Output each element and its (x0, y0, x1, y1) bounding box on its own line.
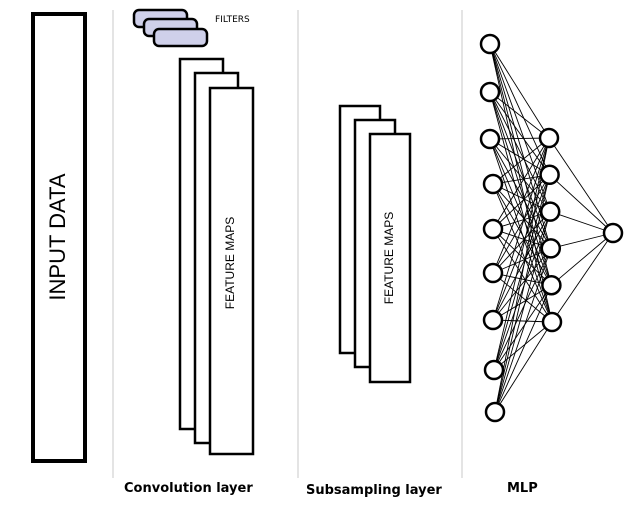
mlp-connection (492, 174, 551, 321)
mlp-input-node (483, 359, 505, 381)
mlp-connection (551, 232, 614, 323)
mlp-hidden-node (541, 311, 563, 333)
subsampling-feature-maps: FEATURE MAPS (338, 104, 412, 384)
mlp-connection (492, 137, 550, 274)
mlp-connection (492, 248, 552, 321)
mlp-connection (494, 137, 550, 413)
mlp-connection (549, 174, 614, 234)
mlp-connection (492, 211, 551, 321)
filter-kernel (152, 27, 209, 48)
mlp-connection (550, 232, 614, 249)
mlp-connection (492, 137, 550, 230)
mlp-input-node (482, 218, 504, 240)
mlp-connection (489, 43, 552, 249)
mlp-hidden-node (540, 238, 562, 259)
subsampling-layer-caption: Subsampling layer (306, 483, 442, 498)
mlp-connection (492, 137, 550, 321)
conv-feature-map (208, 86, 255, 456)
input-data-rect (31, 12, 87, 463)
input-data-block: INPUT DATA (31, 12, 87, 463)
mlp-input-node (479, 81, 501, 103)
mlp-connection (492, 272, 553, 323)
mlp-connection (492, 174, 550, 274)
mlp-hidden-node (539, 164, 560, 186)
mlp-input-node (479, 128, 501, 150)
mlp-connections (489, 43, 614, 413)
mlp-input-node (482, 309, 504, 331)
mlp-connection (489, 91, 552, 286)
mlp-output-node (602, 222, 624, 244)
section-dividers (112, 10, 463, 478)
mlp-input-node (482, 173, 504, 195)
mlp-hidden-node (539, 201, 561, 222)
mlp-connection (492, 211, 551, 274)
mlp-connection (489, 91, 550, 139)
mlp-connection (550, 211, 614, 234)
filters-label: FILTERS (215, 15, 250, 25)
mlp-input-node (484, 401, 506, 423)
filters-group: FILTERS (132, 8, 250, 48)
mlp-input-node (482, 262, 504, 284)
mlp-connection (494, 248, 552, 413)
sub-feature-maps-label: FEATURE MAPS (382, 212, 396, 304)
input-data-label: INPUT DATA (45, 173, 70, 300)
mlp-connection (489, 43, 550, 139)
mlp-connection (494, 285, 552, 413)
mlp-connection (492, 247, 551, 274)
mlp-hidden-node (538, 127, 560, 149)
mlp-connection (492, 137, 550, 185)
mlp-hidden-node (541, 274, 562, 296)
mlp-connection (492, 284, 552, 321)
mlp-input-node (479, 33, 501, 55)
mlp-connection (493, 321, 553, 371)
convolution-layer-caption: Convolution layer (124, 481, 253, 496)
sub-feature-map (368, 132, 412, 384)
mlp-connection (493, 284, 552, 371)
mlp-connection (494, 211, 551, 413)
mlp-caption: MLP (507, 481, 538, 496)
mlp-connection (493, 248, 552, 371)
mlp-connection (493, 174, 551, 371)
mlp-connection (551, 232, 614, 286)
mlp-connection (493, 211, 551, 371)
mlp-connection (548, 137, 614, 234)
mlp-connection (494, 321, 553, 413)
convolution-feature-maps: FEATURE MAPS (178, 57, 255, 456)
mlp-nodes (479, 33, 624, 423)
conv-feature-maps-label: FEATURE MAPS (223, 217, 237, 309)
